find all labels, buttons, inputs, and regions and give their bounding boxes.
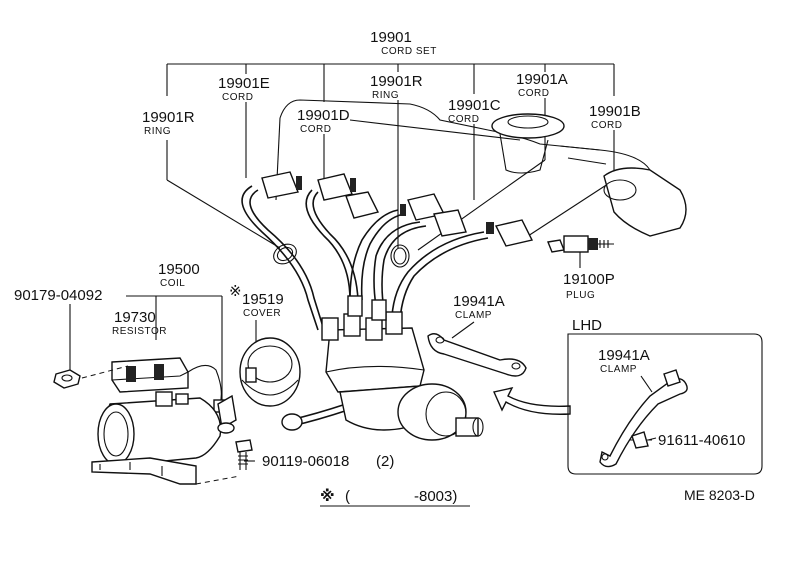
ring-center-name: RING xyxy=(372,90,399,101)
distributor xyxy=(321,295,484,441)
bolt-number: 90179-04092 xyxy=(14,287,102,304)
label-lhd-clamp: 19941A CLAMP xyxy=(598,347,650,375)
oil-filler-cap xyxy=(491,113,565,174)
cord-a-number: 19901A xyxy=(516,71,568,88)
lhd-inset xyxy=(567,333,763,475)
ring-center xyxy=(390,244,410,268)
ring-left-name: RING xyxy=(144,126,171,137)
cord-b-number: 19901B xyxy=(589,103,641,120)
label-lhd: LHD xyxy=(572,317,602,334)
coil-number: 19500 xyxy=(158,261,200,278)
note-mark: ※ xyxy=(320,487,335,505)
resistor-name: RESISTOR xyxy=(112,326,167,337)
cord-c-number: 19901C xyxy=(448,97,501,114)
label-bolt: 90179-04092 xyxy=(14,287,102,304)
nut xyxy=(53,369,81,389)
label-coil: 19500 COIL xyxy=(158,261,200,289)
label-cord-c: 19901C CORD xyxy=(448,97,501,125)
lhd-arrow xyxy=(493,386,571,415)
cover-name: COVER xyxy=(243,308,281,319)
label-cord-a: 19901A CORD xyxy=(516,71,568,99)
screw-dashed-line xyxy=(195,475,241,485)
screw-number: 90119-06018 xyxy=(262,453,349,470)
label-cord-e: 19901E CORD xyxy=(218,75,270,103)
label-screw: 90119-06018 (2) xyxy=(262,453,394,470)
clamp-number: 19941A xyxy=(453,293,505,310)
cover-mark: ※ xyxy=(229,283,242,300)
cord-set-name: CORD SET xyxy=(381,46,437,57)
screw-qty: (2) xyxy=(376,453,394,470)
clamp-name: CLAMP xyxy=(455,310,492,321)
cord-e-number: 19901E xyxy=(218,75,270,92)
lhd-clamp-name: CLAMP xyxy=(600,364,637,375)
figure-id: ME 8203-D xyxy=(684,487,755,503)
cover-number: 19519 xyxy=(242,291,284,308)
plug-number: 19100P xyxy=(563,271,615,288)
screw xyxy=(235,439,253,470)
resistor-number: 19730 xyxy=(114,309,156,326)
ignition-coil xyxy=(91,357,237,485)
label-cover: ※ 19519 COVER xyxy=(229,283,284,319)
label-resistor: 19730 RESISTOR xyxy=(112,309,167,337)
cord-d-number: 19901D xyxy=(297,107,350,124)
cord-e-name: CORD xyxy=(222,92,253,103)
wire-clamp xyxy=(427,333,527,377)
serial-note: ※ ( -8003) xyxy=(320,487,470,507)
nut-dashed-line xyxy=(81,365,129,379)
label-plug: 19100P PLUG xyxy=(563,271,615,301)
note-open: ( xyxy=(345,488,350,505)
cord-b-name: CORD xyxy=(591,120,622,131)
leader-lines xyxy=(69,98,653,462)
cord-set-number: 19901 xyxy=(370,29,412,46)
lhd-bolt-number: 91611-40610 xyxy=(658,432,745,449)
water-outlet xyxy=(559,145,687,237)
label-ring-center: 19901R RING xyxy=(370,73,423,101)
ring-center-number: 19901R xyxy=(370,73,423,90)
cord-d-name: CORD xyxy=(300,124,331,135)
cord-a-name: CORD xyxy=(518,88,549,99)
lhd-clamp-number: 19941A xyxy=(598,347,650,364)
ring-left xyxy=(273,243,297,265)
label-cord-set: 19901 CORD SET xyxy=(370,29,437,57)
label-cord-b: 19901B CORD xyxy=(589,103,641,131)
plug-name: PLUG xyxy=(566,290,595,301)
label-lhd-bolt: 91611-40610 xyxy=(658,432,745,449)
ring-left-number: 19901R xyxy=(142,109,195,126)
cord-set-bracket xyxy=(166,63,615,102)
label-clamp: 19941A CLAMP xyxy=(453,293,505,321)
lhd-label: LHD xyxy=(572,317,602,334)
note-range: -8003) xyxy=(414,488,457,505)
label-ring-left: 19901R RING xyxy=(142,109,195,137)
coil-name: COIL xyxy=(160,278,185,289)
spark-plug xyxy=(547,235,614,253)
label-cord-d: 19901D CORD xyxy=(297,107,350,135)
cord-c-name: CORD xyxy=(448,114,479,125)
plug-boots xyxy=(261,171,534,247)
distributor-cover xyxy=(239,337,303,431)
